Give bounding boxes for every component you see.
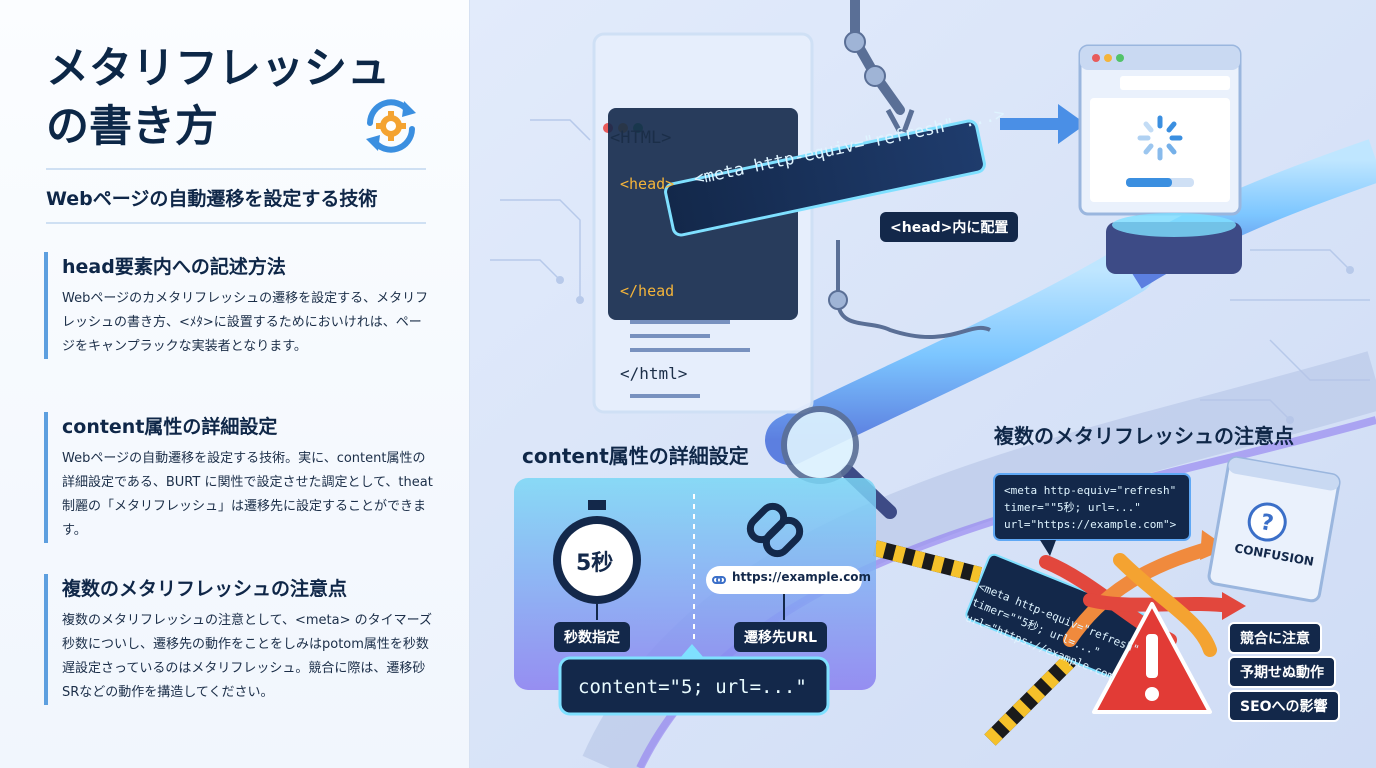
section-body: Webページのカメタリフレッシュの遷移を設定する、メタリフレッシュの書き方、<ﾒ… <box>62 291 429 354</box>
question-icon <box>1247 502 1287 542</box>
content-attr-heading: content属性の詳細設定 <box>522 444 749 468</box>
section-heading: head要素内への記述方法 <box>62 256 286 278</box>
confusion-window: ? <box>1207 456 1341 603</box>
section-head-placement: head要素内への記述方法 Webページのカメタリフレッシュの遷移を設定する、メ… <box>44 252 434 359</box>
left-panel: メタリフレッシュの書き方 Webページの自動遷移を設定する技術 head要素内へ… <box>0 0 470 768</box>
seconds-label: 秒数指定 <box>554 622 630 652</box>
arrow-right-icon <box>1000 104 1086 144</box>
section-content-attr: content属性の詳細設定 Webページの自動遷移を設定する技術。実に、con… <box>44 412 434 543</box>
code-head-open: <head> <box>620 175 675 193</box>
warning-triangle-icon <box>1092 602 1212 714</box>
section-body: 複数のメタリフレッシュの注意として、<meta> のタイマーズ秒数についし、遷移… <box>62 613 432 700</box>
stopwatch-icon <box>553 500 641 604</box>
code-bubble <box>993 473 1191 556</box>
loading-spinner-icon <box>1137 115 1183 161</box>
page-title: メタリフレッシュの書き方 <box>46 44 390 152</box>
warning-unexpected: 予期せぬ動作 <box>1228 656 1336 688</box>
section-body: Webページの自動遷移を設定する技術。実に、content属性の詳細設定である、… <box>62 451 433 538</box>
section-multiple-refresh: 複数のメタリフレッシュの注意点 複数のメタリフレッシュの注意として、<meta>… <box>44 574 434 705</box>
head-placement-label: <head>内に配置 <box>880 212 1019 242</box>
divider <box>46 222 426 224</box>
section-heading: 複数のメタリフレッシュの注意点 <box>62 578 348 600</box>
browser-window <box>1078 44 1242 274</box>
link-icon <box>712 576 726 584</box>
code-head-close: </head <box>620 282 675 300</box>
url-label: 遷移先URL <box>734 622 828 652</box>
warning-conflict: 競合に注意 <box>1228 622 1322 654</box>
code-html-open: <HTML> <box>610 128 672 148</box>
url-value: https://example.com <box>732 570 872 584</box>
hazard-stripes <box>873 540 1076 746</box>
meta-tag-bar <box>664 119 986 237</box>
divider <box>46 168 426 170</box>
code-html-close: </html> <box>620 364 688 383</box>
svg-text:?: ? <box>1259 510 1276 537</box>
content-code: content="5; url=..." <box>578 676 807 698</box>
page-subtitle: Webページの自動遷移を設定する技術 <box>46 188 378 210</box>
section-heading: content属性の詳細設定 <box>62 416 278 438</box>
multi-refresh-heading: 複数のメタリフレッシュの注意点 <box>994 424 1294 448</box>
timer-value: 5秒 <box>576 551 614 576</box>
robot-arm-icon <box>850 0 905 115</box>
diagram-area: ? <HTML> <head> </head </html> <meta htt… <box>470 0 1376 768</box>
refresh-gear-icon <box>366 99 416 153</box>
link-chain-icon <box>746 502 804 558</box>
warning-seo: SEOへの影響 <box>1228 690 1340 722</box>
code-bubble-text: <meta http-equiv="refresh"timer=""5秒; ur… <box>1004 484 1177 531</box>
